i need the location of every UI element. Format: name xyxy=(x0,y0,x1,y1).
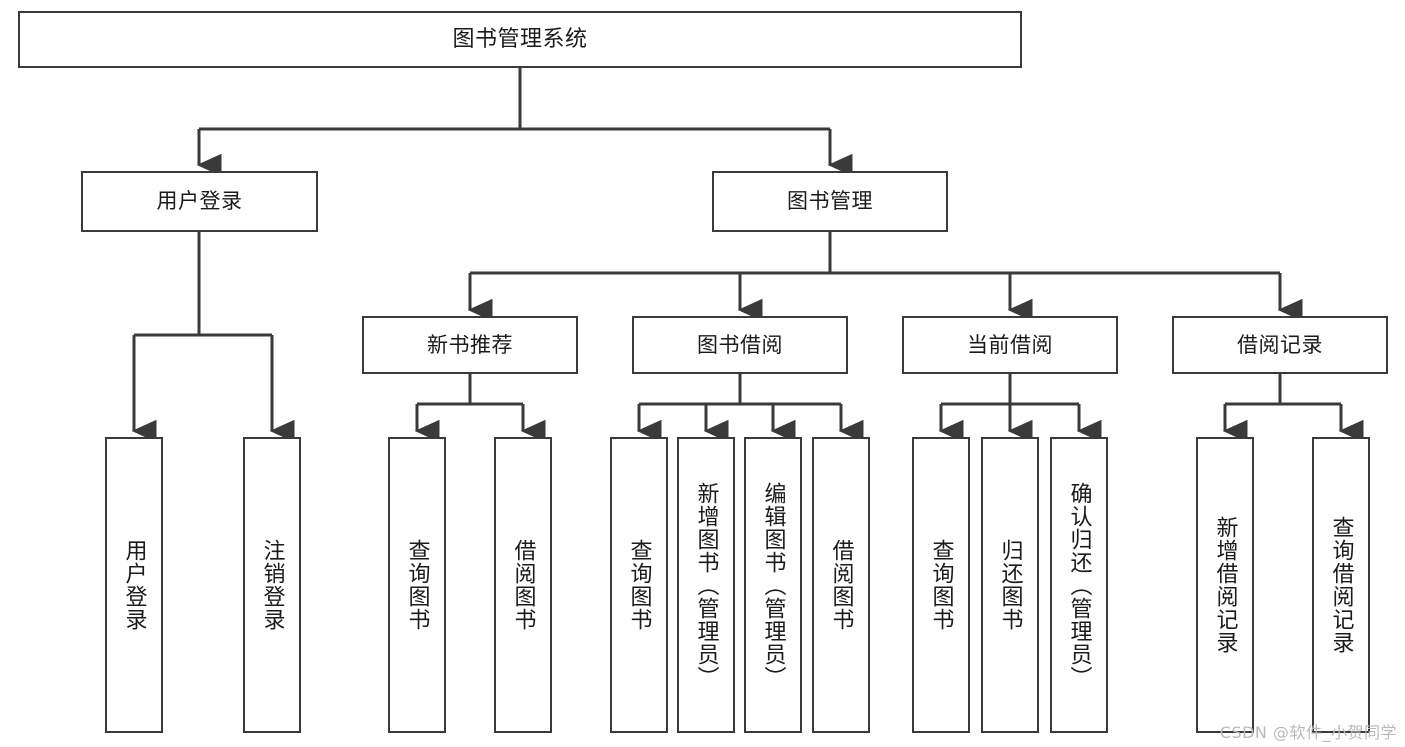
leaf-book-borrow-edit[interactable]: 编辑图书（管理员） xyxy=(744,437,802,733)
node-label: 归还图书 xyxy=(997,539,1023,631)
leaf-borrow-record-add[interactable]: 新增借阅记录 xyxy=(1196,437,1254,733)
leaf-new-book-query[interactable]: 查询图书 xyxy=(388,437,446,733)
node-label: 注销登录 xyxy=(259,539,285,631)
node-label: 用户登录 xyxy=(121,539,147,631)
node-book-borrow[interactable]: 图书借阅 xyxy=(632,316,848,374)
leaf-user-login-login[interactable]: 用户登录 xyxy=(105,437,163,733)
node-root-system[interactable]: 图书管理系统 xyxy=(18,11,1022,68)
node-label: 新书推荐 xyxy=(427,332,513,357)
node-label: 图书管理 xyxy=(787,189,873,214)
leaf-current-borrow-query[interactable]: 查询图书 xyxy=(912,437,970,733)
node-book-management[interactable]: 图书管理 xyxy=(712,171,948,232)
leaf-borrow-record-query[interactable]: 查询借阅记录 xyxy=(1312,437,1370,733)
node-label: 查询图书 xyxy=(928,539,954,631)
leaf-current-borrow-return[interactable]: 归还图书 xyxy=(981,437,1039,733)
node-label: 确认归还（管理员） xyxy=(1066,481,1092,689)
node-user-login[interactable]: 用户登录 xyxy=(81,171,318,232)
node-label: 查询借阅记录 xyxy=(1328,516,1354,654)
node-label: 新增图书（管理员） xyxy=(693,481,719,689)
node-borrow-record[interactable]: 借阅记录 xyxy=(1172,316,1388,374)
leaf-new-book-borrow[interactable]: 借阅图书 xyxy=(494,437,552,733)
node-label: 借阅记录 xyxy=(1237,332,1323,357)
leaf-user-login-logout[interactable]: 注销登录 xyxy=(243,437,301,733)
csdn-watermark: CSDN @软件_小贺同学 xyxy=(1219,723,1397,742)
node-label: 查询图书 xyxy=(626,539,652,631)
leaf-book-borrow-query[interactable]: 查询图书 xyxy=(610,437,668,733)
node-label: 图书借阅 xyxy=(697,332,783,357)
node-new-book-recommend[interactable]: 新书推荐 xyxy=(362,316,578,374)
node-label: 图书管理系统 xyxy=(452,26,588,52)
node-label: 编辑图书（管理员） xyxy=(760,481,786,689)
node-label: 当前借阅 xyxy=(967,332,1053,357)
leaf-current-borrow-confirm-return[interactable]: 确认归还（管理员） xyxy=(1050,437,1108,733)
node-label: 借阅图书 xyxy=(828,539,854,631)
node-label: 借阅图书 xyxy=(510,539,536,631)
node-current-borrow[interactable]: 当前借阅 xyxy=(902,316,1118,374)
node-label: 用户登录 xyxy=(156,189,243,214)
leaf-book-borrow-borrow[interactable]: 借阅图书 xyxy=(812,437,870,733)
node-label: 查询图书 xyxy=(404,539,430,631)
leaf-book-borrow-add[interactable]: 新增图书（管理员） xyxy=(677,437,735,733)
node-label: 新增借阅记录 xyxy=(1212,516,1238,654)
